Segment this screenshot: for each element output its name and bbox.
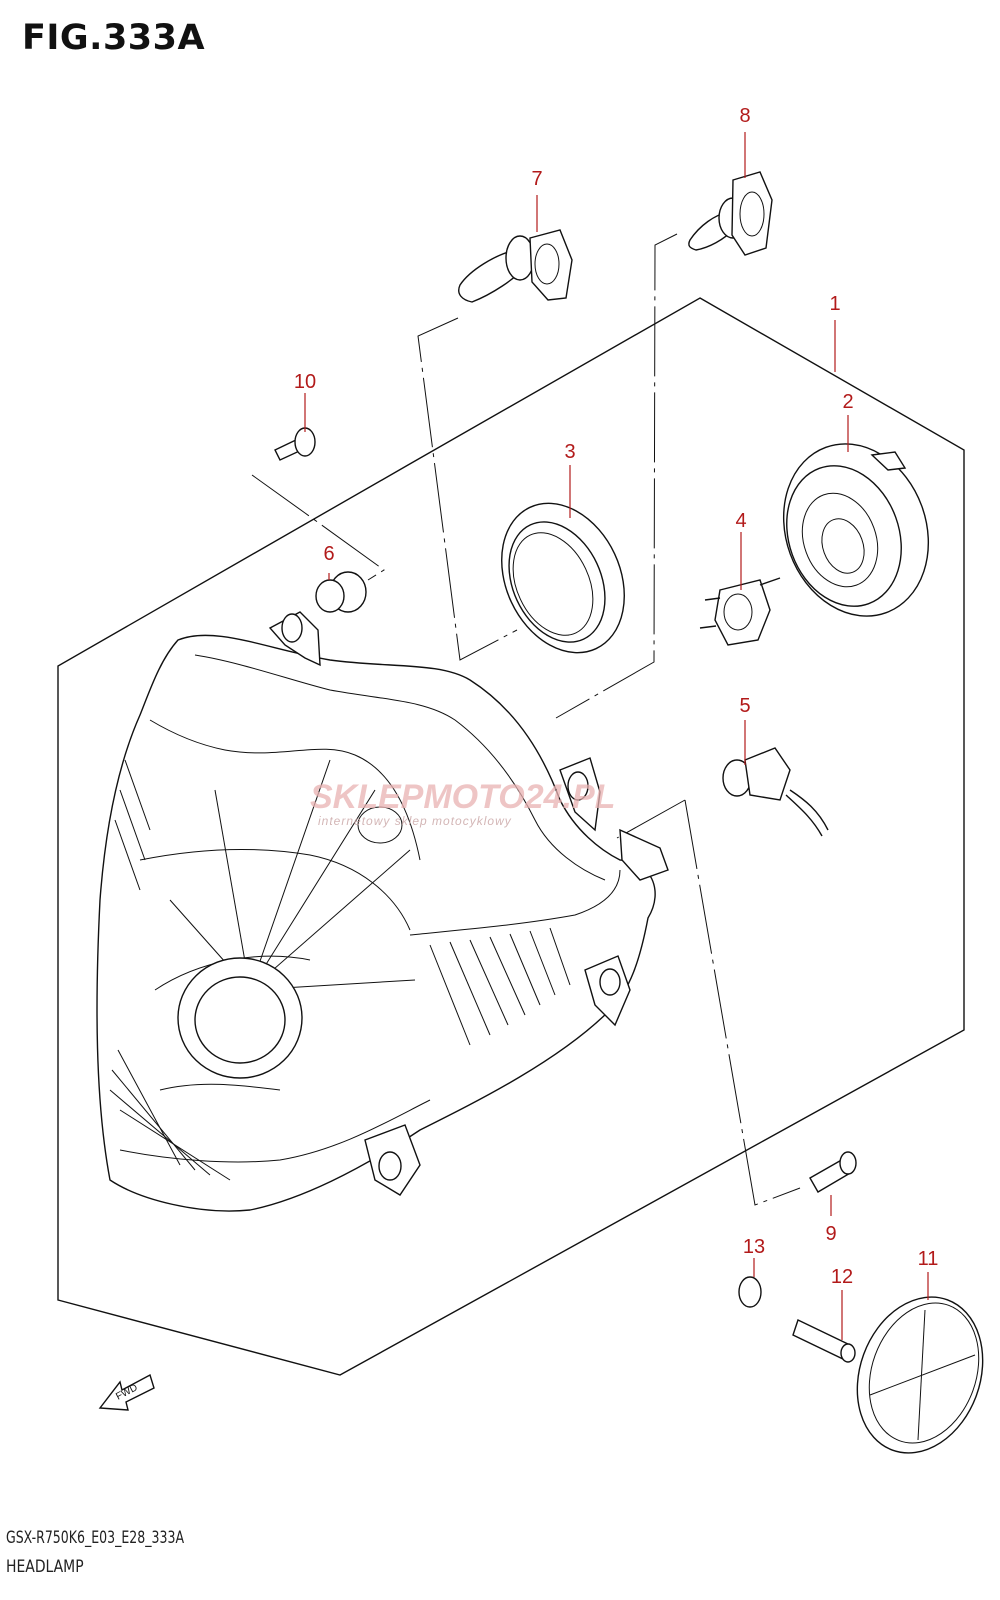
callout-2: 2 (842, 391, 853, 413)
forward-direction-arrow (98, 1373, 155, 1411)
callout-5: 5 (739, 695, 750, 717)
watermark-brand: SKLEPMOTO24.PL (310, 778, 615, 816)
callout-7: 7 (531, 168, 542, 190)
part-11-cap (856, 1296, 984, 1454)
callout-1: 1 (829, 293, 840, 315)
assembly-boundary (57, 297, 965, 1376)
callout-13: 13 (743, 1236, 765, 1258)
callout-3: 3 (564, 441, 575, 463)
callout-labels: 1 2 3 4 5 6 7 8 9 10 11 12 13 (294, 105, 939, 1288)
part-10-screw (274, 427, 316, 461)
callout-4: 4 (735, 510, 746, 532)
part-8-bulb (688, 171, 773, 256)
callout-9: 9 (825, 1223, 836, 1245)
model-code: GSX-R750K6_E03_E28_333A (6, 1528, 185, 1548)
callout-leaders (304, 132, 929, 1340)
watermark-tagline: internetowy sklep motocyklowy (318, 814, 512, 828)
part-7-bulb (458, 229, 573, 303)
callout-12: 12 (831, 1266, 853, 1288)
part-2-cover (782, 443, 930, 617)
assembly-guide-lines (251, 233, 801, 1206)
callout-8: 8 (739, 105, 750, 127)
figure-title: FIG.333A (22, 18, 206, 58)
callout-11: 11 (918, 1248, 939, 1270)
part-12-pin (792, 1319, 856, 1363)
part-9-wedge-bulb (809, 1151, 857, 1193)
figure-name: HEADLAMP (6, 1557, 84, 1577)
part-3-seal (501, 502, 625, 654)
part-6-grommet (315, 571, 367, 613)
part-4-socket (699, 577, 781, 646)
headlamp-housing (96, 611, 669, 1212)
part-13-washer (738, 1276, 762, 1308)
callout-10: 10 (294, 371, 316, 393)
part-5-socket-wire (722, 747, 829, 837)
callout-6: 6 (323, 543, 334, 565)
